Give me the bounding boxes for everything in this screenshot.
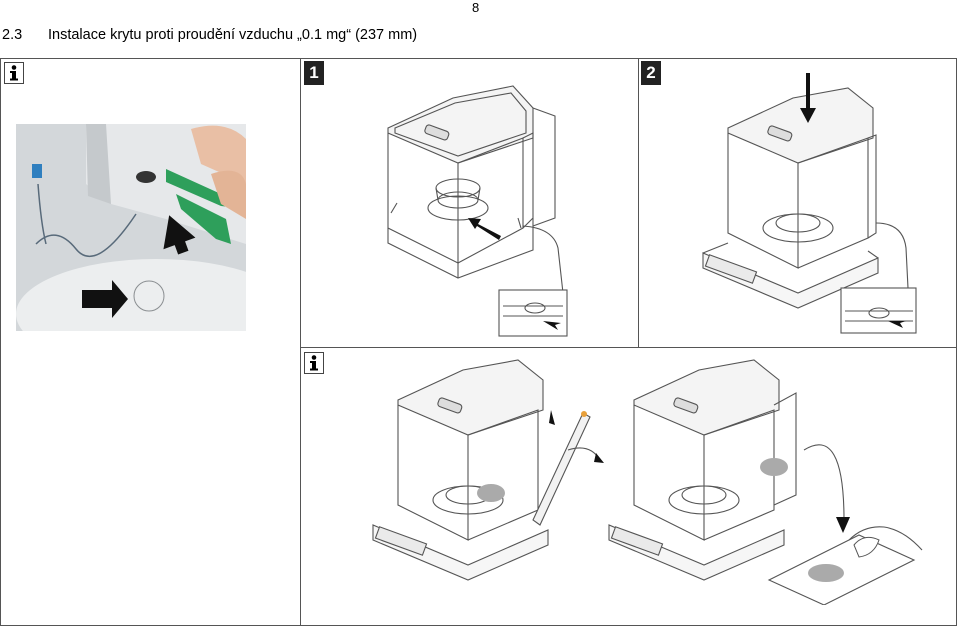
grid-divider	[638, 58, 639, 348]
step-badge-1: 1	[304, 61, 324, 85]
step2-illustration	[698, 73, 920, 335]
page-number: 8	[472, 0, 480, 15]
info-icon	[304, 352, 324, 374]
step1-illustration	[383, 78, 573, 340]
info-icon	[4, 62, 24, 84]
step-badge-2: 2	[641, 61, 661, 85]
section-number: 2.3	[2, 27, 23, 43]
removal-illustration	[368, 355, 608, 585]
section-title: Instalace krytu proti proudění vzduchu „…	[48, 27, 418, 43]
cleaning-illustration	[604, 355, 924, 606]
photo-cutting-wire	[16, 124, 296, 369]
section-heading: 2.3 Instalace krytu proti proudění vzduch…	[2, 27, 417, 43]
grid-divider	[300, 347, 957, 348]
grid-divider	[300, 58, 301, 626]
instruction-grid	[0, 58, 957, 626]
